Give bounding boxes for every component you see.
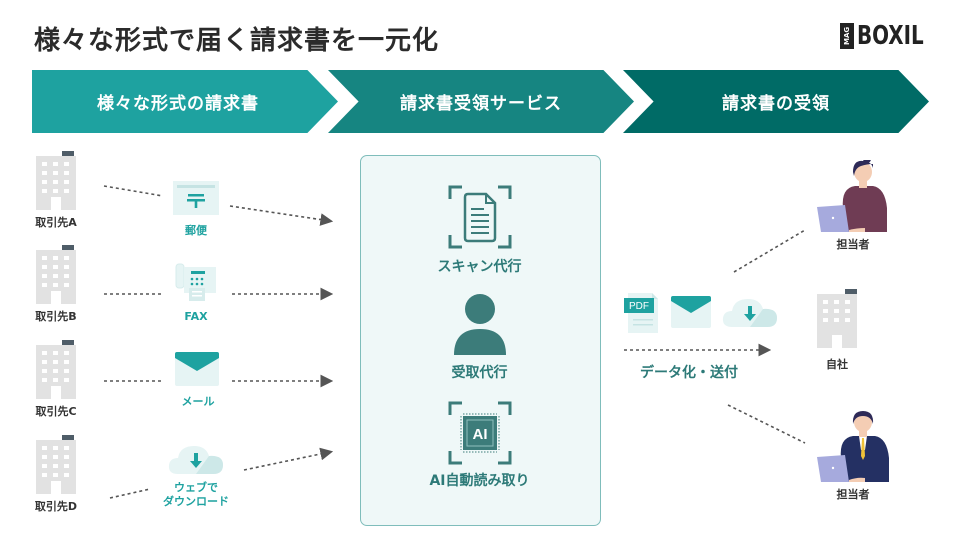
channel-label: 郵便 [185,224,207,237]
logo-text: BOXIL [857,21,924,51]
building-icon [36,151,76,210]
line-to-staff-bottom [727,404,806,444]
building-icon [817,289,857,348]
line-a-in [103,185,164,197]
channel-web-download: ウェブで ダウンロード [160,443,232,509]
email-icon [671,296,711,328]
man-laptop-icon [817,411,889,482]
ai-chip-text: AI [473,426,488,443]
person-icon [454,294,506,355]
service-label-scan: スキャン代行 [437,259,522,275]
boxil-logo: MAG BOXIL [840,21,935,51]
sender-label: 取引先A [35,216,77,229]
woman-laptop-icon [817,155,887,232]
sender-label: 取引先C [35,405,77,418]
ai-chip-icon: AI [448,401,512,465]
pdf-text: PDF [629,301,649,312]
scan-document-icon [448,185,512,249]
line-d-in [109,488,151,499]
sender-label: 取引先D [34,500,78,513]
building-icon [36,340,76,399]
building-icon [36,435,76,494]
channel-postal: 郵便 [170,181,222,238]
staff-label: 担当者 [836,238,870,251]
channel-label: FAX [184,310,208,323]
staff-top: 担当者 [815,155,895,252]
cloud-download-icon [722,299,777,327]
channel-fax: FAX [172,262,220,324]
step-label: 請求書受領サービス [400,94,562,114]
step-label: 様々な形式の請求書 [97,94,259,114]
staff-label: 担当者 [836,488,870,501]
sender-a: 取引先A [34,150,86,230]
own-company: 自社 [815,288,867,372]
channel-label-line2: ダウンロード [163,495,229,508]
output-label: データ化・送付 [640,365,738,381]
postal-mail-icon [173,181,219,215]
sender-label: 取引先B [35,310,77,323]
channel-label-line1: ウェブで [174,481,218,494]
sender-c: 取引先C [34,339,86,419]
fax-icon [175,263,216,301]
building-icon [36,245,76,304]
channel-label: メール [181,395,215,408]
sender-b: 取引先B [34,244,86,324]
cloud-download-icon [168,446,223,474]
line-a-out [229,205,334,226]
email-icon [175,352,219,386]
service-label-ai: AI自動読み取り [429,473,530,489]
step-receiving-service: 請求書受領サービス [328,70,634,133]
company-label: 自社 [826,358,848,371]
line-d-out [243,447,334,471]
step-various-formats: 様々な形式の請求書 [32,70,338,133]
page-title: 様々な形式で届く請求書を一元化 [34,26,440,56]
step-label: 請求書の受領 [722,94,830,114]
service-label-receipt: 受取代行 [451,365,508,381]
pdf-icon: PDF [624,293,658,333]
channel-email: メール [170,352,226,409]
line-to-staff-top [733,229,806,273]
step-invoice-receipt: 請求書の受領 [623,70,929,133]
staff-bottom: 担当者 [815,410,895,502]
sender-d: 取引先D [34,434,86,514]
